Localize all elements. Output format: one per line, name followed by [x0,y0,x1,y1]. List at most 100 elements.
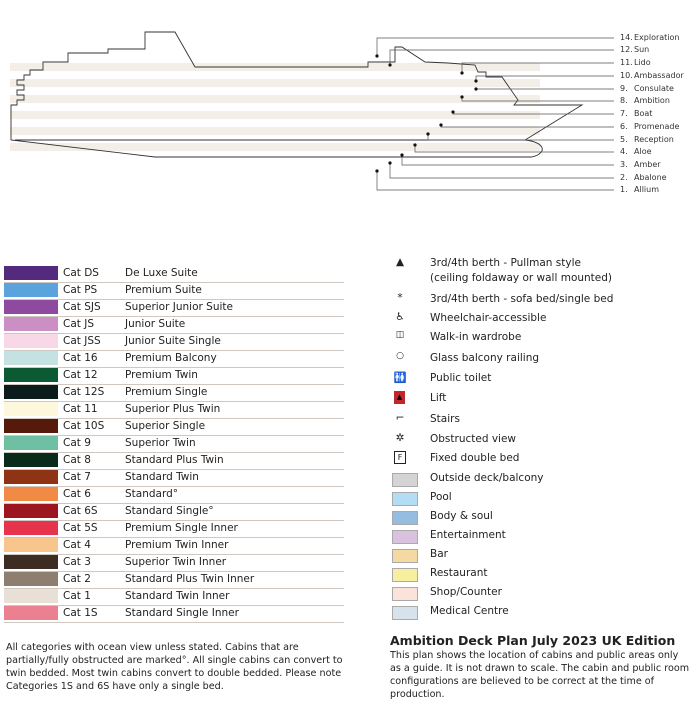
deck-number: 2. [620,173,628,182]
deck-marker [460,95,464,99]
area-label: Entertainment [430,529,506,541]
deck-marker [474,79,478,83]
obstructed-view-icon: ✲ [395,432,405,444]
category-swatch [4,300,58,314]
deck-name: Reception [634,135,674,144]
sofa-bed-icon: * [397,292,403,304]
category-swatch [4,538,58,552]
toilet-icon: 🚻 [393,372,407,384]
symbol-label: Stairs [430,413,460,425]
deck-name: Promenade [634,122,680,131]
area-label: Shop/Counter [430,586,502,598]
deck-number: 5. [620,135,628,144]
leader-line [376,37,614,56]
area-label: Pool [430,491,452,503]
category-name: Standard Plus Twin Inner [125,573,255,585]
category-code: Cat 12 [63,369,98,381]
symbol-label: Fixed double bed [430,452,520,464]
symbol-label: Glass balcony railing [430,352,540,364]
symbol-label: Wheelchair-accessible [430,312,547,324]
category-name: Superior Plus Twin [125,403,221,415]
deck-name: Sun [634,45,650,54]
deck-label: 3. Amber [620,160,661,169]
category-code: Cat JS [63,318,94,330]
stairs-icon: ⌐ [395,412,405,424]
symbol-label: Obstructed view [430,433,517,445]
deck-marker [426,132,430,136]
category-name: Premium Suite [125,284,202,296]
deck-number: 12. [620,45,633,54]
category-name: De Luxe Suite [125,267,198,279]
symbol-label-note: (ceiling foldaway or wall mounted) [430,272,613,284]
category-code: Cat PS [63,284,98,296]
area-swatch [392,568,418,582]
deck-number: 4. [620,147,628,156]
area-label: Outside deck/balcony [430,472,544,484]
deck-name: Consulate [634,84,674,93]
area-label: Medical Centre [430,605,509,617]
category-swatch [4,402,58,416]
category-swatch [4,317,58,331]
category-code: Cat 8 [63,454,91,466]
category-code: Cat 6S [63,505,98,517]
deck-marker [413,143,417,147]
area-label: Restaurant [430,567,488,579]
deck-label: 10.Ambassador [620,71,684,80]
deck-name: Ambassador [634,71,684,80]
category-name: Superior Twin [125,437,196,449]
pullman-icon: ▲ [395,256,405,268]
deck-name: Lido [634,58,651,67]
category-row: Cat 8 Standard Plus Twin [4,452,344,470]
category-code: Cat JSS [63,335,101,347]
deck-label: 8.Ambition [620,96,670,105]
category-name: Superior Twin Inner [125,556,227,568]
symbol-label: 3rd/4th berth - Pullman style [430,257,581,269]
area-swatch [392,473,418,487]
symbol-label: Lift [430,392,447,404]
deck-name: Exploration [634,33,680,42]
deck-number: 8. [620,96,628,105]
deck-name: Amber [634,160,661,169]
deck-label: 7.Boat [620,109,652,118]
symbol-label: Public toilet [430,372,492,384]
category-code: Cat SJS [63,301,101,313]
deck-label: 12.Sun [620,45,649,54]
deck-stripe [10,79,540,87]
deck-label: 14.Exploration [620,33,680,42]
deck-name: Abalone [634,173,667,182]
deck-label: 9.Consulate [620,84,674,93]
category-swatch [4,606,58,620]
category-swatch [4,453,58,467]
leader-line [389,49,614,65]
category-code: Cat 6 [63,488,91,500]
area-swatch [392,587,418,601]
deck-number: 3. [620,160,628,169]
category-name: Standard Plus Twin [125,454,224,466]
category-code: Cat 16 [63,352,98,364]
deck-marker [451,110,455,114]
category-code: Cat 3 [63,556,91,568]
category-name: Premium Single Inner [125,522,238,534]
leader-line [389,163,614,179]
category-swatch [4,521,58,535]
category-swatch [4,266,58,280]
wardrobe-icon: ◫ [395,330,405,340]
category-code: Cat 12S [63,386,105,398]
lift-icon: ▲ [394,391,405,404]
deck-marker [375,169,379,173]
deck-marker [388,161,392,165]
deck-leader-lines [375,37,614,191]
category-swatch [4,504,58,518]
category-swatch [4,572,58,586]
category-name: Standard Single° [125,505,214,517]
glass-railing-icon: ○ [396,351,404,361]
category-code: Cat 4 [63,539,91,551]
deck-name: Aloe [634,147,652,156]
